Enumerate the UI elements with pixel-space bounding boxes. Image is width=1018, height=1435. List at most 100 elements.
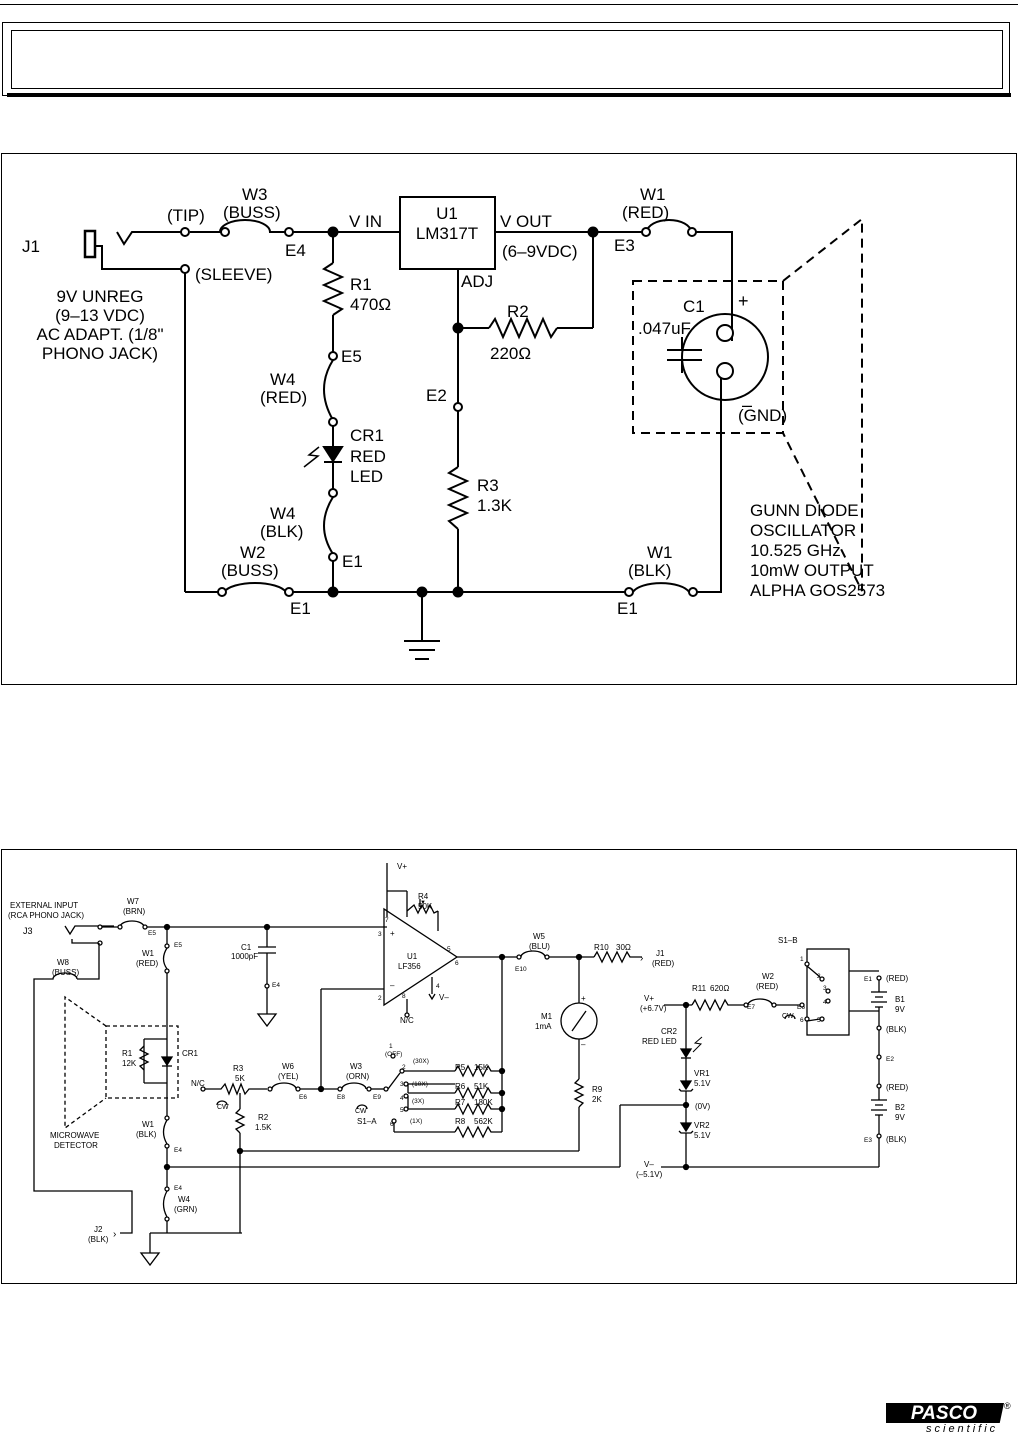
sleeve-label: (SLEEVE) xyxy=(195,265,272,284)
e2-label: E2 xyxy=(886,1056,894,1063)
transmitter-schematic: J1 (TIP) (SLEEVE) 9V UNREG (9–13 VDC) AC… xyxy=(22,185,885,660)
w1-red-color: (RED) xyxy=(136,959,159,968)
sw-num-5: 5 xyxy=(400,1107,404,1114)
s1b-switch xyxy=(804,948,850,1036)
logo-sub: scientific xyxy=(926,1423,999,1435)
s1b-num-3: 3 xyxy=(823,985,827,992)
ext-input-label: EXTERNAL INPUT xyxy=(10,901,78,910)
node-dot xyxy=(327,586,339,598)
m1-value: 1mA xyxy=(535,1022,552,1031)
w2-color: (BUSS) xyxy=(221,561,279,580)
mw-det-2: DETECTOR xyxy=(54,1141,98,1150)
r1-label: R1 xyxy=(122,1049,133,1058)
w4-jumper xyxy=(162,1190,168,1218)
w7-jumper xyxy=(102,920,168,946)
e4-label: E4 xyxy=(174,1147,182,1154)
b1-label: B1 xyxy=(895,995,905,1004)
w4-color: (GRN) xyxy=(174,1205,197,1214)
r9-value: 2K xyxy=(592,1095,602,1104)
rca-label: (RCA PHONO JACK) xyxy=(8,911,84,920)
w1-bot-label: W1 xyxy=(647,543,673,562)
s1b-num-5: 5 xyxy=(817,1017,821,1024)
e1-label: E1 xyxy=(864,976,872,983)
w1-blk-label: W1 xyxy=(142,1120,155,1129)
receiver-schematic-panel: EXTERNAL INPUT (RCA PHONO JACK) J3 W7 (B… xyxy=(1,849,1017,1284)
e8-label: E8 xyxy=(337,1094,345,1101)
m1-plus: + xyxy=(581,994,586,1003)
gunn-line-5: ALPHA GOS2573 xyxy=(750,581,885,600)
sw-3x: (3X) xyxy=(412,1098,424,1105)
b2-label: B2 xyxy=(895,1103,905,1112)
w5-color: (BLU) xyxy=(529,942,550,951)
j3-jack-symbol xyxy=(64,924,114,946)
top-rule xyxy=(0,4,1018,5)
r7-value: 180K xyxy=(474,1098,493,1107)
cr1-type: LED xyxy=(350,467,383,486)
gnd-label: (GND) xyxy=(738,406,787,425)
pin8-label: 8 xyxy=(402,993,406,1000)
vplus-label: V+ xyxy=(397,862,407,871)
w1-top-label: W1 xyxy=(640,185,666,204)
w1-red-jumper xyxy=(162,947,168,970)
vplus-rail-value: (+6.7V) xyxy=(640,1004,667,1013)
logo-text: PASCO xyxy=(911,1403,977,1423)
w6-label: W6 xyxy=(282,1062,295,1071)
j2-arrow-icon: › xyxy=(113,1229,116,1240)
w4-blk-jumper xyxy=(323,496,334,555)
r4-arrow-icon: ▼ xyxy=(420,900,426,906)
registered-mark: ® xyxy=(1004,1401,1011,1411)
c1-value: 1000pF xyxy=(231,952,258,961)
m1-minus: – xyxy=(581,1040,586,1049)
e3-label: E3 xyxy=(614,236,635,255)
w2-jumper xyxy=(747,998,773,1006)
adapter-line-3: AC ADAPT. (1/8" xyxy=(37,325,164,344)
w1-blk-jumper xyxy=(624,582,698,597)
gunn-oscillator-symbol xyxy=(632,216,863,592)
w1-red-label: W1 xyxy=(142,949,155,958)
w1-top-color: (RED) xyxy=(622,203,669,222)
pasco-logo: PASCO scientific ® xyxy=(886,1401,1011,1435)
cw-arc-w2 xyxy=(784,1014,796,1020)
w3-jumper xyxy=(341,1082,367,1090)
pin6-label: 6 xyxy=(455,960,459,967)
receiver-schematic: EXTERNAL INPUT (RCA PHONO JACK) J3 W7 (B… xyxy=(8,862,909,1267)
r11-value: 620Ω xyxy=(710,984,729,993)
tip-label: (TIP) xyxy=(167,206,205,225)
c1-label: C1 xyxy=(683,297,705,316)
adapter-line-4: PHONO JACK) xyxy=(42,344,158,363)
cr2-desc: RED LED xyxy=(642,1037,677,1046)
w3-label: W3 xyxy=(350,1062,363,1071)
gunn-line-2: OSCILLATOR xyxy=(750,521,856,540)
cw-w2: CW xyxy=(782,1013,794,1020)
r1-resistor xyxy=(321,262,345,316)
e5-label: E5 xyxy=(148,930,156,937)
vr2-value: 5.1V xyxy=(694,1131,711,1140)
nc-label: N/C xyxy=(191,1079,205,1088)
cr2-label: CR2 xyxy=(661,1027,678,1036)
w3-label: W3 xyxy=(242,185,268,204)
w2-label: W2 xyxy=(240,543,266,562)
cw-r3: CW xyxy=(217,1104,229,1111)
r5-value: 15K xyxy=(474,1063,489,1072)
vminus-pin-label: V– xyxy=(439,993,449,1002)
r4-label: R4 xyxy=(418,892,429,901)
vr2-label: VR2 xyxy=(694,1121,710,1130)
w8-label: W8 xyxy=(57,958,70,967)
nc-opamp-label: N/C xyxy=(400,1016,414,1025)
blk1-label: (BLK) xyxy=(886,1025,907,1034)
w2-jumper xyxy=(217,581,294,597)
e10-label: E10 xyxy=(515,966,527,973)
e4-c-label: E4 xyxy=(272,982,280,989)
r7-label: R7 xyxy=(455,1098,466,1107)
w1-red-jumper xyxy=(641,219,733,341)
j2-color: (BLK) xyxy=(88,1235,109,1244)
opamp-plus: + xyxy=(390,929,395,938)
r2-value: 220Ω xyxy=(490,344,531,363)
cr1-led-symbol xyxy=(303,426,344,489)
r4-value: 50K xyxy=(418,902,433,911)
red1-label: (RED) xyxy=(886,974,909,983)
w4-red-label: W4 xyxy=(270,370,296,389)
w4-blk-color: (BLK) xyxy=(260,522,303,541)
transmitter-schematic-panel: J1 (TIP) (SLEEVE) 9V UNREG (9–13 VDC) AC… xyxy=(1,153,1017,685)
r8-value: 562K xyxy=(474,1117,493,1126)
